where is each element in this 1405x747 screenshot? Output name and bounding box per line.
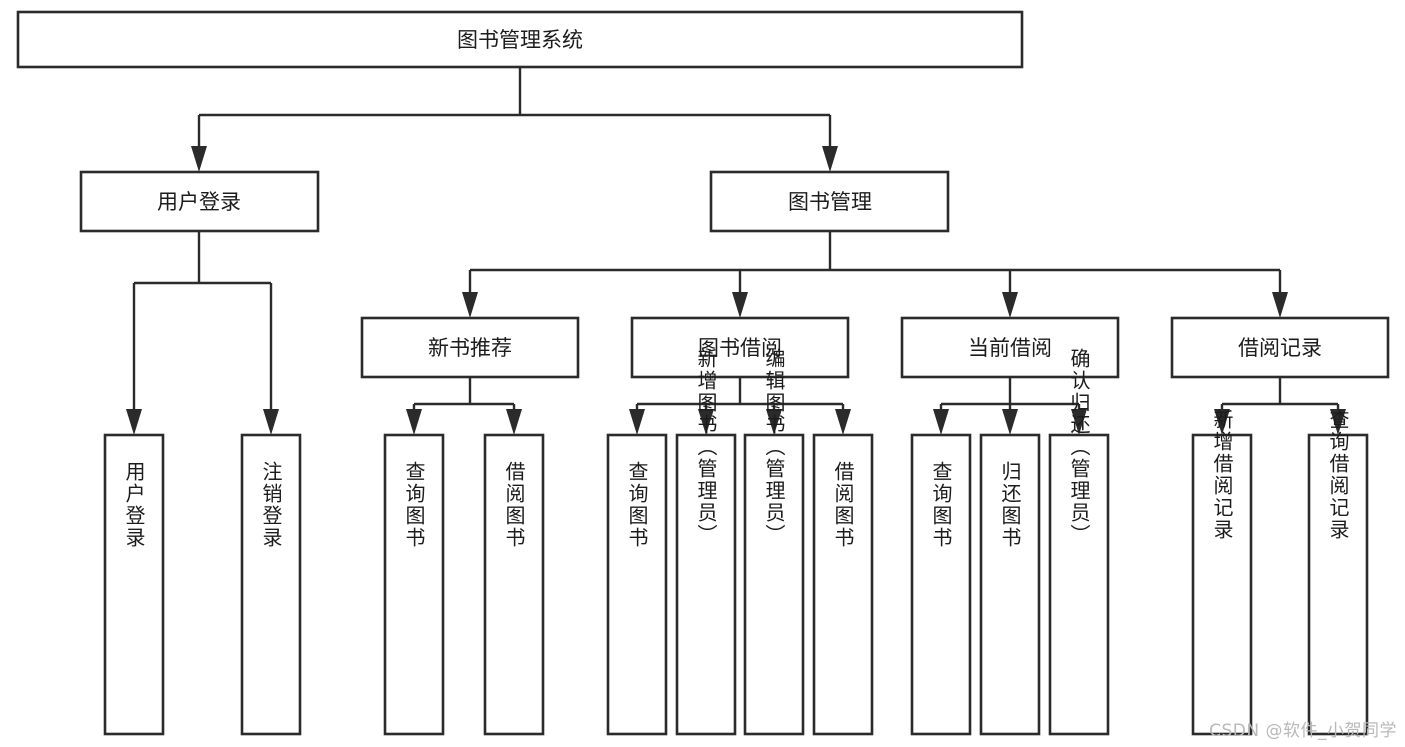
leaf-label: 查询图书 [402, 461, 426, 549]
leaf-box[interactable] [483, 433, 545, 736]
node-new-book-box[interactable] [360, 316, 580, 379]
leaf-label: 新增借阅记录 [1210, 409, 1234, 541]
arrow-head-borrow-record [1272, 292, 1288, 318]
arrow-head-leaf-book-borrow-3 [835, 409, 851, 435]
leaf-box[interactable] [675, 433, 737, 736]
leaf-box[interactable] [1048, 433, 1110, 736]
leaf-box[interactable] [812, 433, 874, 736]
arrow-head-leaf-current-borrow-0 [933, 409, 949, 435]
node-borrow-record-box[interactable] [1170, 316, 1390, 379]
leaf-box[interactable] [979, 433, 1041, 736]
leaf-box[interactable] [240, 433, 302, 736]
node-current-borrow-box[interactable] [900, 316, 1120, 379]
arrow-head-user-login [191, 146, 207, 172]
leaf-label: 查询图书 [625, 461, 649, 549]
edge-group-new-book [406, 377, 522, 435]
leaf-label: 借阅图书 [502, 461, 526, 549]
node-book-borrow-label: 图书借阅 [698, 336, 782, 360]
node-user-login[interactable]: 用户登录 [79, 170, 320, 233]
node-book-borrow[interactable]: 图书借阅 [630, 316, 850, 379]
arrow-head-book-manage [822, 146, 838, 172]
arrow-head-leaf-book-borrow-0 [629, 409, 645, 435]
node-new-book-label: 新书推荐 [428, 336, 512, 360]
leaf-node-new-book-1[interactable]: 借阅图书 [483, 433, 545, 736]
node-current-borrow-label: 当前借阅 [968, 336, 1052, 360]
arrow-head-leaf-current-borrow-2 [1071, 409, 1087, 435]
edge-group-borrow-record [1214, 377, 1346, 435]
node-borrow-record-label: 借阅记录 [1238, 336, 1322, 360]
leaf-box[interactable] [743, 433, 805, 736]
leaf-label: 新增图书（管理员） [694, 348, 718, 546]
arrow-head-leaf-user-login-1 [263, 409, 279, 435]
leaf-node-book-borrow-0[interactable]: 查询图书 [606, 433, 668, 736]
node-user-login-box[interactable] [79, 170, 320, 233]
node-book-manage-label: 图书管理 [788, 190, 872, 214]
leaf-node-current-borrow-1[interactable]: 归还图书 [979, 433, 1041, 736]
leaf-node-current-borrow-0[interactable]: 查询图书 [910, 433, 972, 736]
leaf-box[interactable] [383, 433, 445, 736]
leaf-label: 查询借阅记录 [1326, 409, 1350, 541]
node-book-manage-box[interactable] [709, 170, 950, 233]
node-book-borrow-box[interactable] [630, 316, 850, 379]
arrow-head-leaf-borrow-record-0 [1214, 409, 1230, 435]
arrow-head-leaf-user-login-0 [126, 409, 142, 435]
leaf-label: 归还图书 [998, 461, 1022, 549]
leaf-node-book-borrow-3[interactable]: 借阅图书 [812, 433, 874, 736]
leaf-box[interactable] [910, 433, 972, 736]
leaf-node-current-borrow-2[interactable]: 确认归还（管理员） [1048, 348, 1110, 736]
leaf-node-user-login-0[interactable]: 用户登录 [103, 433, 165, 736]
leaf-node-book-borrow-1[interactable]: 新增图书（管理员） [675, 348, 737, 736]
leaf-box[interactable] [1307, 433, 1369, 736]
node-user-login-label: 用户登录 [157, 190, 241, 214]
arrow-head-leaf-new-book-0 [406, 409, 422, 435]
arrow-head-new-book [462, 292, 478, 318]
leaf-box[interactable] [103, 433, 165, 736]
leaf-box[interactable] [606, 433, 668, 736]
leaf-node-book-borrow-2[interactable]: 编辑图书（管理员） [743, 348, 805, 736]
edge-group-book-manage [462, 231, 1288, 318]
leaf-label: 确认归还（管理员） [1067, 348, 1091, 546]
leaf-label: 查询图书 [929, 461, 953, 549]
edge-group-current-borrow [933, 377, 1087, 435]
leaf-node-user-login-1[interactable]: 注销登录 [240, 433, 302, 736]
arrow-head-leaf-borrow-record-1 [1330, 409, 1346, 435]
leaf-node-borrow-record-0[interactable]: 新增借阅记录 [1191, 409, 1253, 736]
leaf-node-new-book-0[interactable]: 查询图书 [383, 433, 445, 736]
edge-group-book-borrow [629, 377, 851, 435]
leaf-label: 编辑图书（管理员） [762, 348, 786, 546]
leaf-box[interactable] [1191, 433, 1253, 736]
edge-group-root [191, 67, 838, 172]
node-root-label: 图书管理系统 [457, 28, 583, 52]
edge-group-user-login [126, 231, 279, 435]
node-new-book[interactable]: 新书推荐 [360, 316, 580, 379]
arrow-head-leaf-current-borrow-1 [1002, 409, 1018, 435]
node-current-borrow[interactable]: 当前借阅 [900, 316, 1120, 379]
leaf-label: 注销登录 [259, 461, 283, 549]
arrow-head-leaf-book-borrow-2 [766, 409, 782, 435]
node-root-box[interactable] [16, 10, 1024, 69]
leaf-label: 借阅图书 [831, 461, 855, 549]
leaf-label: 用户登录 [122, 461, 146, 549]
arrow-head-leaf-book-borrow-1 [698, 409, 714, 435]
node-root[interactable]: 图书管理系统 [16, 10, 1024, 69]
arrow-head-leaf-new-book-1 [506, 409, 522, 435]
leaf-node-borrow-record-1[interactable]: 查询借阅记录 [1307, 409, 1369, 736]
arrow-head-current-borrow [1002, 292, 1018, 318]
node-borrow-record[interactable]: 借阅记录 [1170, 316, 1390, 379]
node-book-manage[interactable]: 图书管理 [709, 170, 950, 233]
arrow-head-book-borrow [732, 292, 748, 318]
